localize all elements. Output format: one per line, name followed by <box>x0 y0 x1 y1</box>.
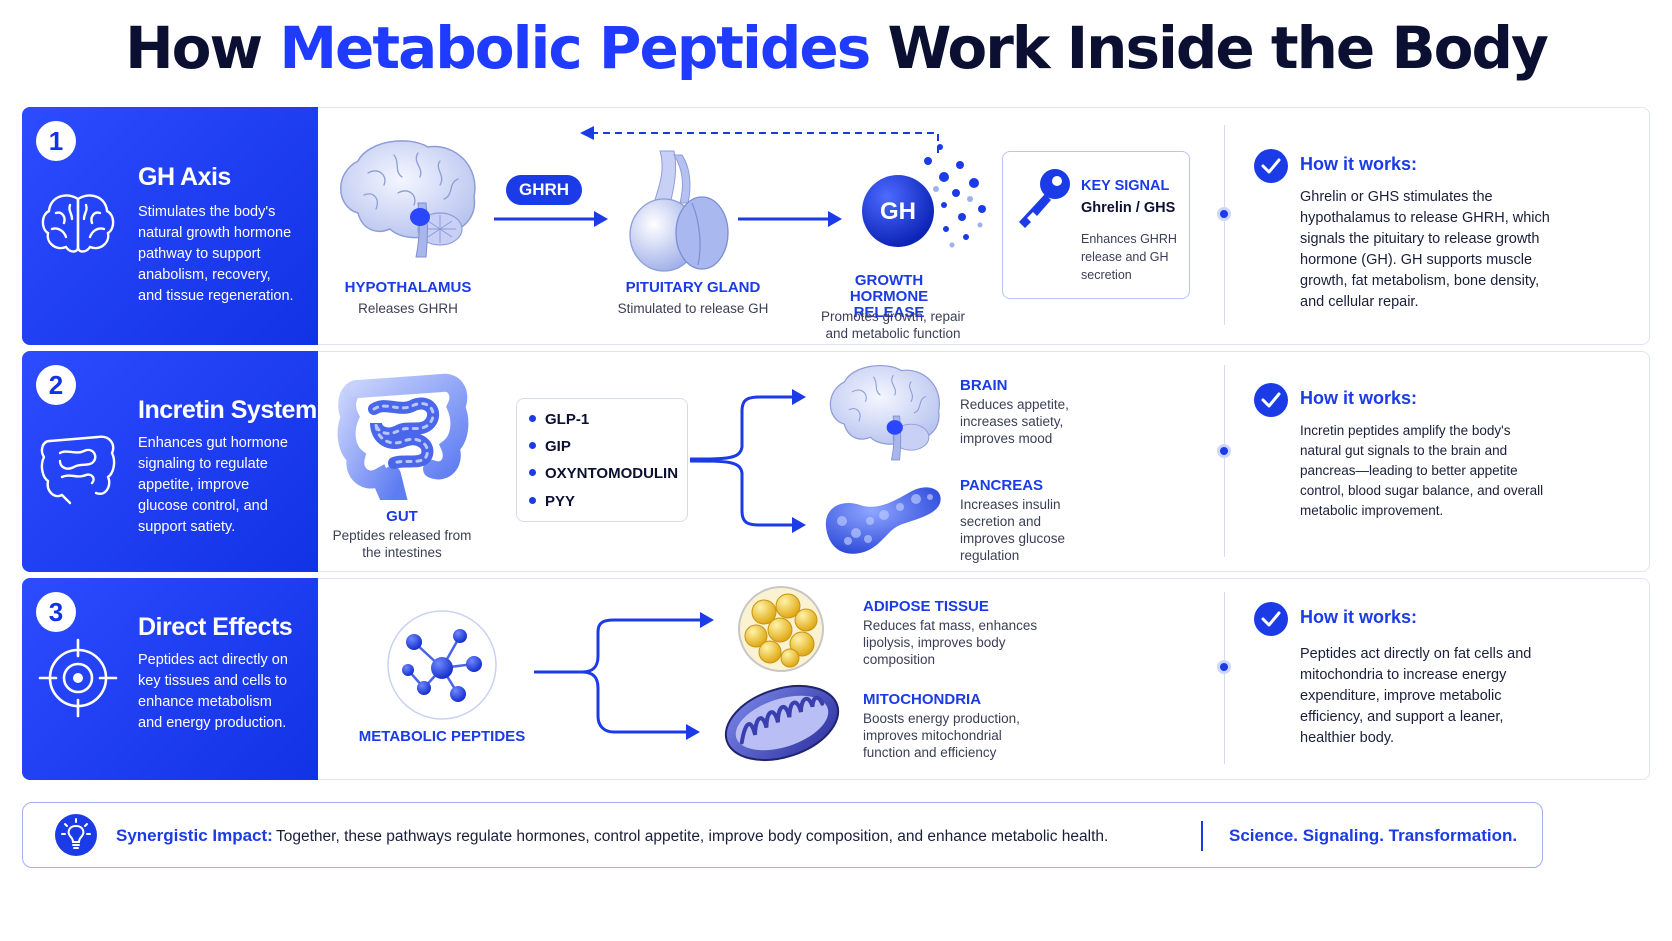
section-header-panel: 1 GH Axis Stimulates the body's natural … <box>22 107 318 345</box>
footer-divider <box>1201 821 1203 851</box>
section-description: Peptides act directly on key tissues and… <box>138 652 288 731</box>
target-mitochondria-label: MITOCHONDRIA <box>863 691 982 708</box>
section-direct-effects: 3 Direct Effects Peptides act directly o… <box>22 578 1650 780</box>
key-signal-name: Ghrelin / GHS <box>1081 200 1176 216</box>
section-gh-axis: 1 GH Axis Stimulates the body's natural … <box>22 107 1650 345</box>
section-title: Incretin System <box>138 396 317 424</box>
target-mitochondria-desc: Boosts energy production, improves mitoc… <box>863 711 1020 760</box>
section-header-panel: 3 Direct Effects Peptides act directly o… <box>22 578 318 780</box>
target-pancreas-desc: Increases insulin secretion and improves… <box>960 497 1066 563</box>
section-title: Direct Effects <box>138 613 293 641</box>
key-signal-heading: KEY SIGNAL <box>1081 178 1170 194</box>
title-part-1: How <box>125 14 280 82</box>
peptide-item: OXYNTOMODULIN <box>529 465 678 482</box>
branch-arrows <box>689 389 806 533</box>
lightbulb-icon <box>55 814 97 856</box>
how-it-works-title: How it works: <box>1300 388 1418 408</box>
node-gh-release-label: GROWTH HORMONE RELEASE <box>849 272 929 321</box>
page-title: How Metabolic Peptides Work Inside the B… <box>0 14 1672 82</box>
brain-target-icon <box>829 364 940 461</box>
node-hypothalamus-label: HYPOTHALAMUS <box>344 279 472 296</box>
check-circle-icon <box>1254 602 1288 636</box>
footer-label: Synergistic Impact: <box>116 826 273 845</box>
title-accent: Metabolic Peptides <box>279 14 871 82</box>
gh-molecule-icon <box>862 144 986 248</box>
section-incretin-system: 2 Incretin System Enhances gut hormone s… <box>22 351 1650 572</box>
section-number: 2 <box>36 365 76 405</box>
node-metabolic-peptides-label: METABOLIC PEPTIDES <box>358 728 526 745</box>
how-it-works-title: How it works: <box>1300 154 1418 174</box>
mitochondria-icon <box>724 685 840 761</box>
section-description: Enhances gut hormone signaling to regula… <box>138 435 288 535</box>
brain-icon <box>41 194 115 253</box>
node-gut-desc: Peptides released from the intestines <box>332 528 472 560</box>
target-icon <box>38 638 118 718</box>
how-it-works-text: Incretin peptides amplify the body's nat… <box>1300 423 1544 518</box>
node-hypothalamus-desc: Releases GHRH <box>358 301 458 316</box>
section-description: Stimulates the body's natural growth hor… <box>138 204 294 304</box>
peptide-list: GLP-1 GIP OXYNTOMODULIN PYY <box>516 398 688 522</box>
section-divider <box>1224 125 1225 325</box>
adipose-tissue-icon <box>738 586 824 672</box>
section-divider <box>1224 365 1225 557</box>
target-adipose-desc: Reduces fat mass, enhances lipolysis, im… <box>863 618 1038 667</box>
peptide-item: GLP-1 <box>529 411 589 428</box>
target-adipose-label: ADIPOSE TISSUE <box>863 598 989 615</box>
ghrh-pill: GHRH <box>506 175 582 205</box>
metabolic-peptides-molecule-icon <box>387 610 497 720</box>
section-divider <box>1224 592 1225 764</box>
target-brain-label: BRAIN <box>960 377 1008 394</box>
gut-intestine-icon <box>337 373 469 500</box>
branch-arrows <box>534 612 714 740</box>
title-part-2: Work Inside the Body <box>869 14 1548 82</box>
node-gh-release-desc: Promotes growth, repair and metabolic fu… <box>820 309 966 341</box>
key-signal-desc: Enhances GHRH release and GH secretion <box>1081 232 1177 282</box>
check-circle-icon <box>1254 149 1288 183</box>
timeline-dot <box>1217 660 1231 674</box>
footer-text: Together, these pathways regulate hormon… <box>276 828 1109 845</box>
peptide-item: GIP <box>529 438 571 455</box>
how-it-works-text: Ghrelin or GHS stimulates the hypothalam… <box>1300 189 1550 310</box>
key-signal-box: KEY SIGNAL Ghrelin / GHS Enhances GHRH r… <box>1002 151 1190 299</box>
gh-badge: GH <box>880 198 916 225</box>
footer-tagline: Science. Signaling. Transformation. <box>1229 826 1518 845</box>
how-it-works-text: Peptides act directly on fat cells and m… <box>1300 646 1532 746</box>
pituitary-gland-icon <box>629 150 729 272</box>
node-gut-label: GUT <box>386 508 418 525</box>
section-header-panel: 2 Incretin System Enhances gut hormone s… <box>22 351 318 572</box>
check-circle-icon <box>1254 383 1288 417</box>
key-icon <box>1019 169 1070 228</box>
intestine-icon <box>40 435 116 505</box>
hypothalamus-brain-icon <box>340 140 476 258</box>
arrow-hypothalamus-to-pituitary <box>494 211 608 227</box>
node-pituitary-desc: Stimulated to release GH <box>617 301 769 316</box>
timeline-dot <box>1217 444 1231 458</box>
timeline-dot <box>1217 207 1231 221</box>
section-number: 3 <box>36 592 76 632</box>
node-pituitary-label: PITUITARY GLAND <box>625 279 761 296</box>
pancreas-icon <box>825 487 941 554</box>
peptide-item: PYY <box>529 493 575 510</box>
target-brain-desc: Reduces appetite, increases satiety, imp… <box>960 397 1069 446</box>
how-it-works-title: How it works: <box>1300 607 1418 627</box>
footer-banner: Synergistic Impact: Together, these path… <box>22 802 1543 868</box>
arrow-pituitary-to-gh <box>738 211 842 227</box>
section-title: GH Axis <box>138 163 231 191</box>
target-pancreas-label: PANCREAS <box>960 477 1044 494</box>
section-number: 1 <box>36 121 76 161</box>
